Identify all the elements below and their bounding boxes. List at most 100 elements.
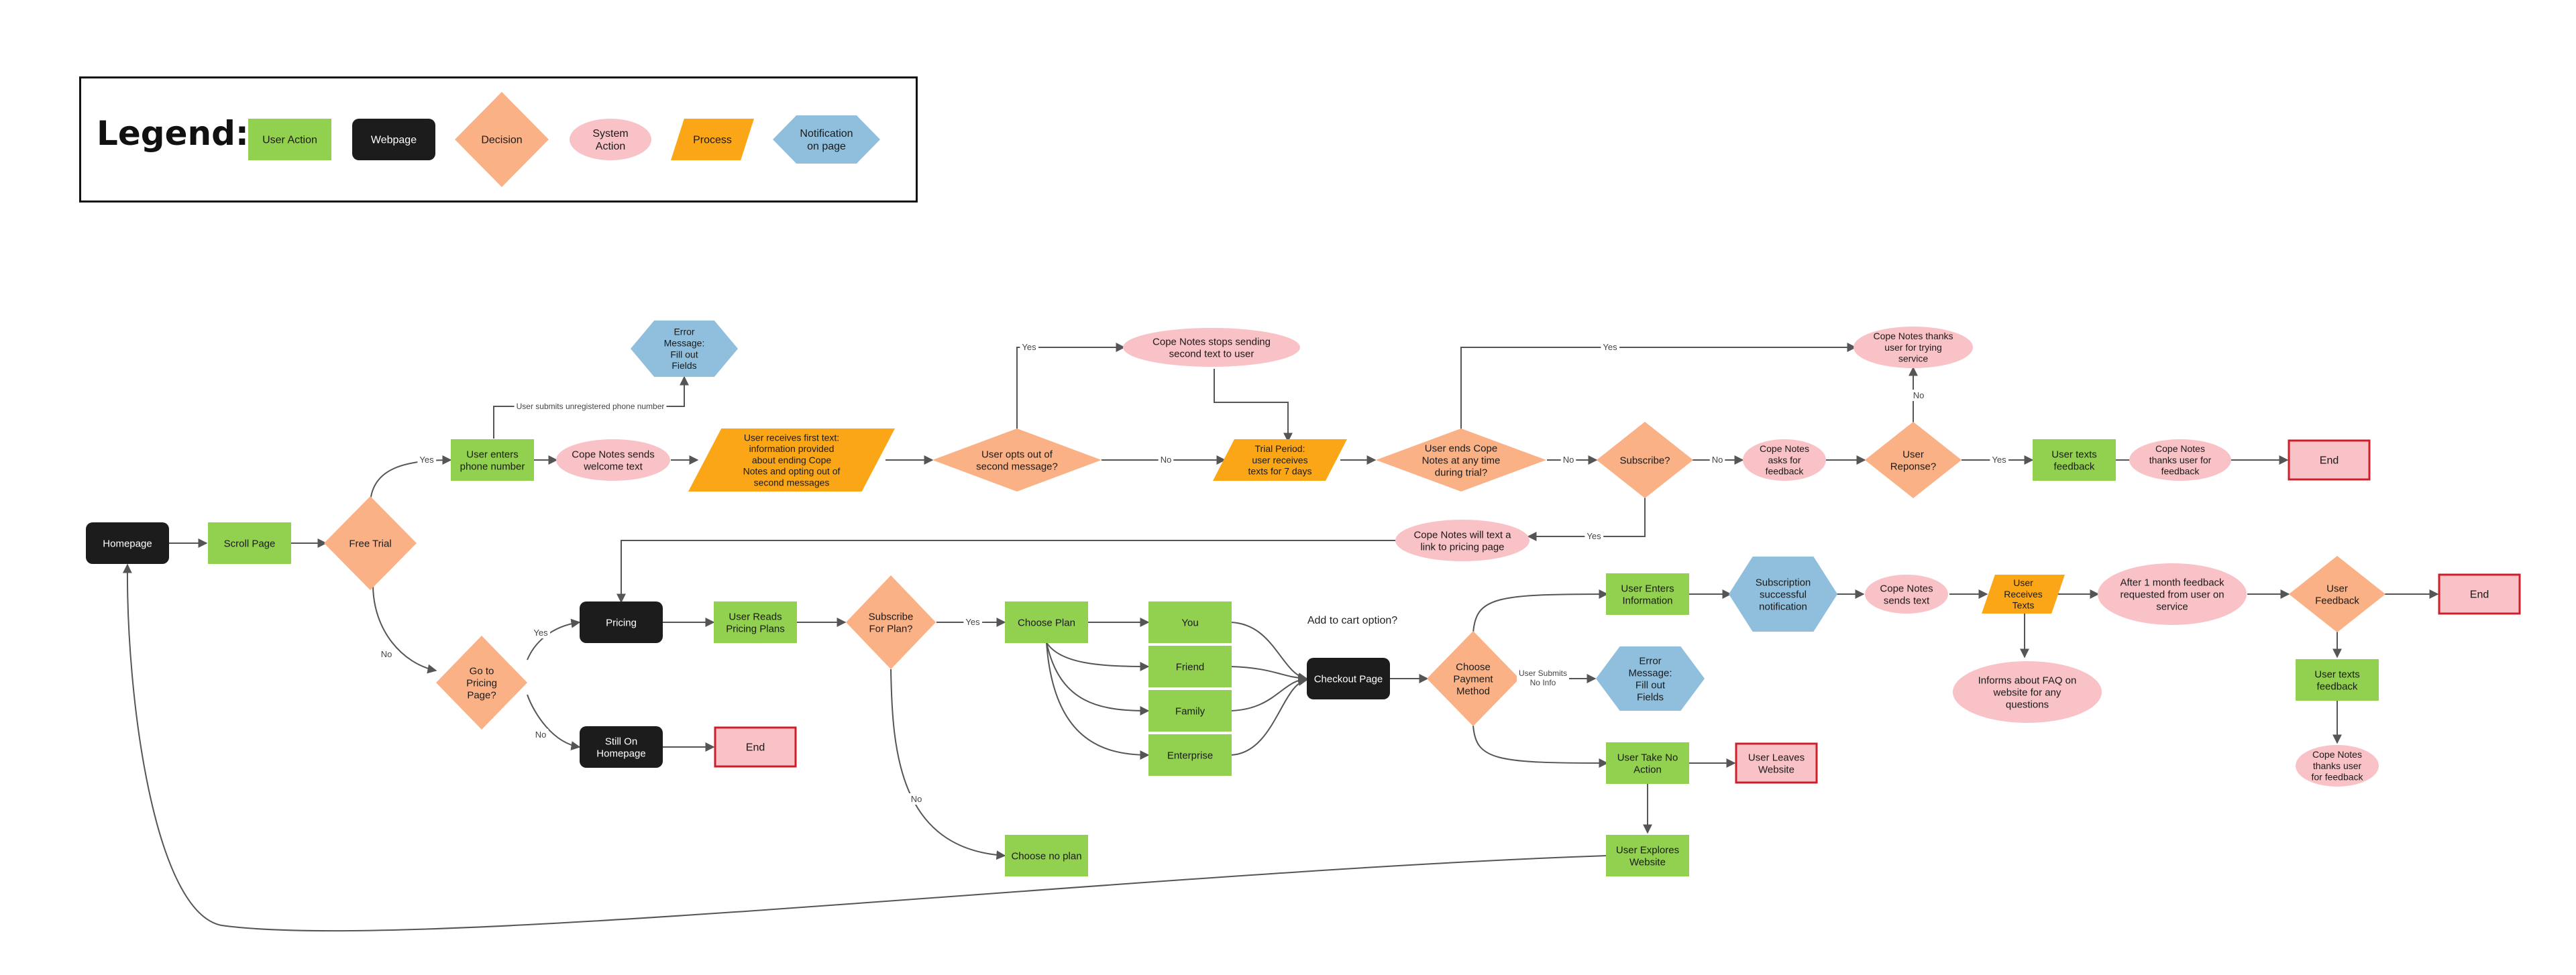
node-homepage: Homepage xyxy=(86,522,169,564)
legend-process: Process xyxy=(671,119,754,160)
label-freetrial-no: No xyxy=(381,649,392,659)
edge-chooseplan-friend xyxy=(1046,642,1150,671)
node-end-1-label: End xyxy=(2320,455,2339,467)
edge-stops-trial xyxy=(1214,369,1293,443)
node-end-3: End xyxy=(714,726,797,768)
edge-explores-homepage xyxy=(122,563,1608,932)
edge-subplan-noplan xyxy=(890,669,1006,860)
legend-decision: Decision xyxy=(455,92,549,187)
node-scroll-page: Scroll Page xyxy=(208,522,291,564)
edge-you-checkout xyxy=(1230,622,1308,682)
legend-user-action: User Action xyxy=(248,119,331,160)
node-first-text-label: User receives first text:information pro… xyxy=(743,432,841,488)
label-optout-no: No xyxy=(1161,455,1172,465)
node-pricing: Pricing xyxy=(580,601,663,643)
edge-link-pricing xyxy=(616,540,1397,604)
label-gotopricing-yes: Yes xyxy=(533,628,548,638)
label-subscribe-no: No xyxy=(1712,455,1723,465)
node-homepage-label: Homepage xyxy=(103,538,152,549)
node-plan-friend-label: Friend xyxy=(1176,661,1205,673)
legend-webpage-label: Webpage xyxy=(371,135,417,146)
node-end-1: End xyxy=(2288,439,2371,481)
label-response-yes: Yes xyxy=(1992,455,2006,465)
edge-payment-noaction xyxy=(1472,725,1609,768)
edge-gotopricing-still xyxy=(527,694,581,751)
label-subplan-yes: Yes xyxy=(965,617,980,627)
label-freetrial-yes: Yes xyxy=(419,455,434,465)
edge-freetrial-gotopricing xyxy=(372,584,437,674)
node-choose-plan: Choose Plan xyxy=(1005,601,1088,643)
edge-chooseplan-family xyxy=(1046,642,1150,715)
label-endstrial-no: No xyxy=(1563,455,1574,465)
label-unregistered: User submits unregistered phone number xyxy=(517,402,665,411)
node-plan-you: You xyxy=(1148,601,1232,643)
node-first-text: User receives first text:information pro… xyxy=(688,428,895,492)
label-endstrial-yes: Yes xyxy=(1603,342,1617,352)
edge-optout-stops xyxy=(1016,343,1126,431)
node-plan-family: Family xyxy=(1148,690,1232,732)
node-subscribe-decision: Subscribe? xyxy=(1597,422,1693,498)
node-choose-plan-label: Choose Plan xyxy=(1018,617,1075,628)
legend-decision-label: Decision xyxy=(481,135,522,146)
node-end-2: End xyxy=(2438,573,2521,615)
label-subscribe-yes: Yes xyxy=(1587,531,1601,541)
legend-webpage: Webpage xyxy=(352,119,435,160)
node-plan-enterprise: Enterprise xyxy=(1148,734,1232,776)
label-optout-yes: Yes xyxy=(1022,342,1036,352)
node-scroll-page-label: Scroll Page xyxy=(224,538,276,549)
